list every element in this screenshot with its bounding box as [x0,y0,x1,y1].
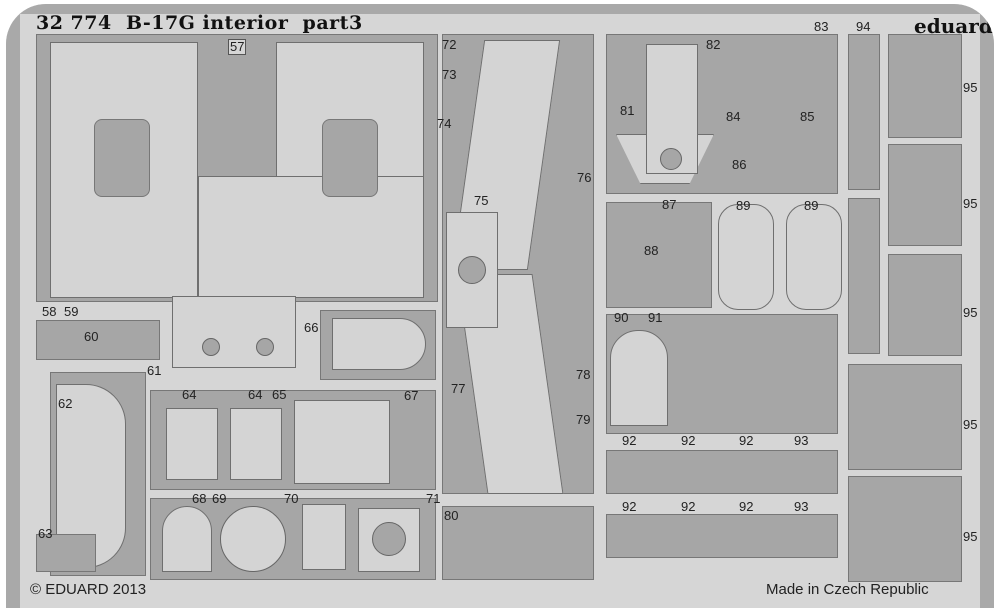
part-64b [230,408,282,480]
part-label: 86 [732,157,747,172]
part-label: 74 [437,116,452,131]
part-label: 94 [856,19,871,34]
part-95a [888,34,962,138]
part-label: 64 [182,387,197,402]
part-label: 67 [404,388,419,403]
hole [660,148,682,170]
origin-text: Made in Czech Republic [766,581,929,598]
part-label: 84 [726,109,741,124]
part-95e [848,476,962,582]
part-label: 90 [614,310,629,325]
part-label: 89 [736,198,751,213]
photo-etch-fret: 32 774 B-17G interior part3 eduard © EDU… [6,4,994,608]
part-label: 62 [58,396,73,411]
part-label: 57 [228,39,247,55]
part-label: 95 [963,196,978,211]
part-label: 63 [38,526,53,541]
part-label: 95 [963,529,978,544]
part-label: 61 [147,363,162,378]
part-label: 92 [681,433,696,448]
part-89a [718,204,774,310]
part-91 [610,330,668,426]
hole [372,522,406,556]
part-57-lower-panel [198,176,424,298]
part-label: 88 [644,243,659,258]
part-69 [220,506,286,572]
fret-title: 32 774 B-17G interior part3 [36,12,363,34]
part-label: 89 [804,198,819,213]
part-label: 95 [963,417,978,432]
part-label: 81 [620,103,635,118]
part-label: 91 [648,310,663,325]
part-label: 80 [444,508,459,523]
part-label: 58 [42,304,57,319]
part-label: 73 [442,67,457,82]
part-label: 95 [963,80,978,95]
part-label: 77 [451,381,466,396]
part-label: 85 [800,109,815,124]
part-label: 75 [474,193,489,208]
brand-logo: eduard [914,14,993,38]
hole [202,338,220,356]
parts-58-61-frame [36,320,160,360]
parts-92-93-row1 [606,450,838,494]
part-label: 95 [963,305,978,320]
parts-92-93-row2 [606,514,838,558]
part-label: 92 [739,499,754,514]
part-label: 93 [794,433,809,448]
part-label: 68 [192,491,207,506]
part-68 [162,506,212,572]
frame-top [6,4,994,14]
part-label: 93 [794,499,809,514]
hatch-left [94,119,150,197]
part-label: 92 [622,499,637,514]
hatch-right [322,119,378,197]
part-label: 65 [272,387,287,402]
part-95c [888,254,962,356]
part-label: 79 [576,412,591,427]
part-89b [786,204,842,310]
frame-left [6,4,20,608]
parts-87-88-frame [606,202,712,308]
part-80-frame [442,506,594,580]
hole [458,256,486,284]
part-label: 82 [706,37,721,52]
part-66 [332,318,426,370]
hole [256,338,274,356]
part-63-frame [36,534,96,572]
part-label: 69 [212,491,227,506]
part-label: 76 [577,170,592,185]
part-57-tab [172,296,296,368]
part-94b [848,198,880,354]
frame-right [980,4,994,608]
part-label: 59 [64,304,79,319]
part-65 [294,400,390,484]
part-label: 60 [84,329,99,344]
part-label: 71 [426,491,441,506]
part-label: 70 [284,491,299,506]
copyright: © EDUARD 2013 [30,581,147,598]
part-95d [848,364,962,470]
part-label: 92 [681,499,696,514]
part-95b [888,144,962,246]
part-64a [166,408,218,480]
part-70 [302,504,346,570]
part-label: 72 [442,37,457,52]
part-label: 83 [814,19,829,34]
part-label: 87 [662,197,677,212]
part-label: 66 [304,320,319,335]
part-label: 92 [622,433,637,448]
part-label: 92 [739,433,754,448]
part-label: 64 [248,387,263,402]
part-94a [848,34,880,190]
part-label: 78 [576,367,591,382]
